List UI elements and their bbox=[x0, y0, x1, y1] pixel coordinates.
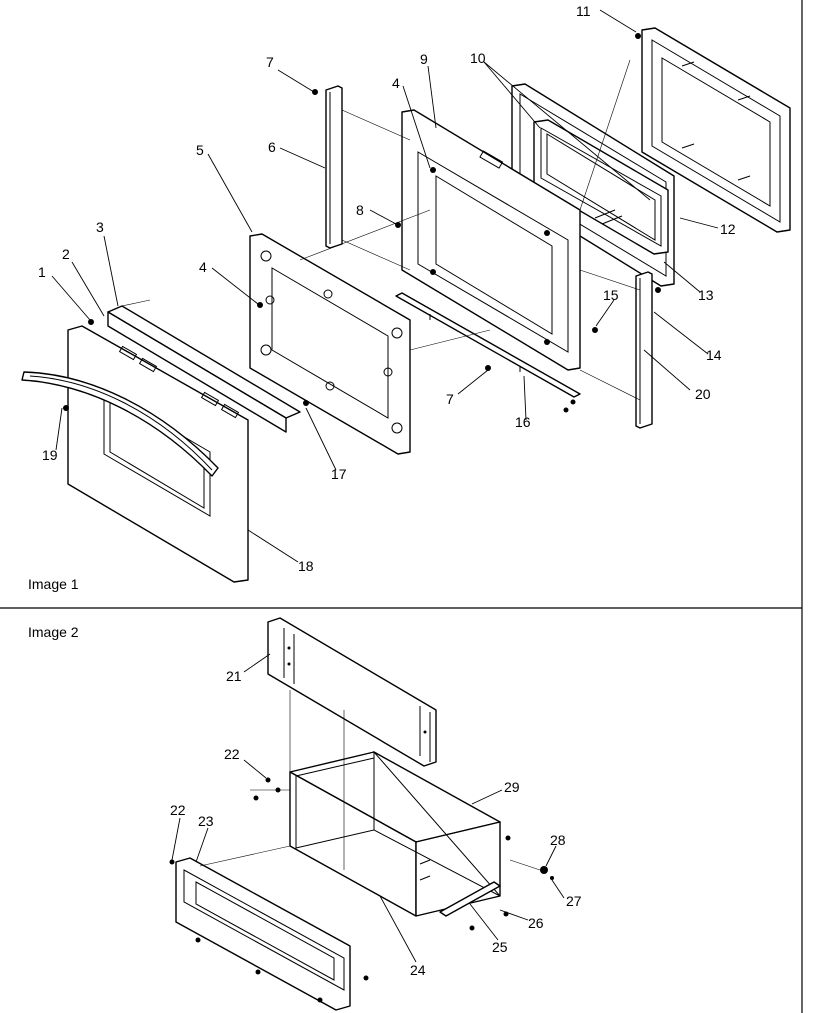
callout-22-upper: 22 bbox=[224, 746, 240, 762]
callout-24: 24 bbox=[410, 962, 426, 978]
callout-28: 28 bbox=[550, 832, 566, 848]
screws-image-1 bbox=[63, 33, 661, 413]
drawer-slide bbox=[439, 881, 501, 917]
callout-10: 10 bbox=[470, 50, 486, 66]
callout-13: 13 bbox=[698, 287, 714, 303]
panel-label-image-2: Image 2 bbox=[28, 624, 79, 640]
door-side-bracket-left bbox=[325, 85, 343, 249]
drawer-box bbox=[289, 750, 501, 917]
callout-20: 20 bbox=[695, 386, 711, 402]
callout-4-inner-door: 4 bbox=[392, 75, 400, 91]
inner-door-panel bbox=[401, 109, 581, 371]
door-liner-panel bbox=[249, 233, 411, 455]
callout-14: 14 bbox=[706, 347, 722, 363]
callout-15: 15 bbox=[603, 287, 619, 303]
callout-19: 19 bbox=[42, 447, 58, 463]
callout-9: 9 bbox=[420, 51, 428, 67]
callout-8: 8 bbox=[356, 202, 364, 218]
callout-12: 12 bbox=[720, 221, 736, 237]
callout-11: 11 bbox=[576, 3, 591, 19]
door-top-trim bbox=[107, 305, 301, 433]
callouts-image-2: 21 22 22 23 24 25 26 27 28 29 bbox=[170, 668, 582, 978]
callout-18: 18 bbox=[298, 558, 314, 574]
callout-2: 2 bbox=[62, 246, 70, 262]
callout-5: 5 bbox=[196, 142, 204, 158]
drawer-back-panel bbox=[267, 617, 437, 767]
door-bottom-strip bbox=[395, 292, 581, 398]
callout-6: 6 bbox=[268, 139, 276, 155]
leader-lines-image-2 bbox=[171, 653, 565, 963]
outer-door-frame bbox=[641, 27, 791, 233]
screws-image-2 bbox=[169, 777, 554, 1003]
alignment-lines-image-2 bbox=[199, 690, 541, 871]
callout-16: 16 bbox=[515, 414, 531, 430]
door-handle bbox=[21, 371, 219, 477]
alignment-lines-image-1 bbox=[121, 59, 641, 401]
callout-1: 1 bbox=[38, 264, 46, 280]
callout-7-bottom: 7 bbox=[446, 391, 454, 407]
panel-label-image-1: Image 1 bbox=[28, 576, 79, 592]
drawer-front-panel bbox=[175, 857, 351, 1011]
callout-21: 21 bbox=[226, 668, 242, 684]
callout-4-liner: 4 bbox=[199, 259, 207, 275]
callout-29: 29 bbox=[504, 779, 520, 795]
callout-26: 26 bbox=[528, 915, 544, 931]
callout-25: 25 bbox=[492, 939, 508, 955]
callout-27: 27 bbox=[566, 893, 582, 909]
callout-3: 3 bbox=[96, 219, 104, 235]
callout-17: 17 bbox=[331, 466, 347, 482]
callouts-image-1: 1 2 3 4 4 5 6 7 7 8 9 10 11 12 13 14 15 … bbox=[38, 3, 736, 574]
callout-23: 23 bbox=[198, 813, 214, 829]
leader-lines-image-1 bbox=[51, 9, 719, 563]
callout-7-top: 7 bbox=[266, 54, 274, 70]
callout-22-lower: 22 bbox=[170, 802, 186, 818]
